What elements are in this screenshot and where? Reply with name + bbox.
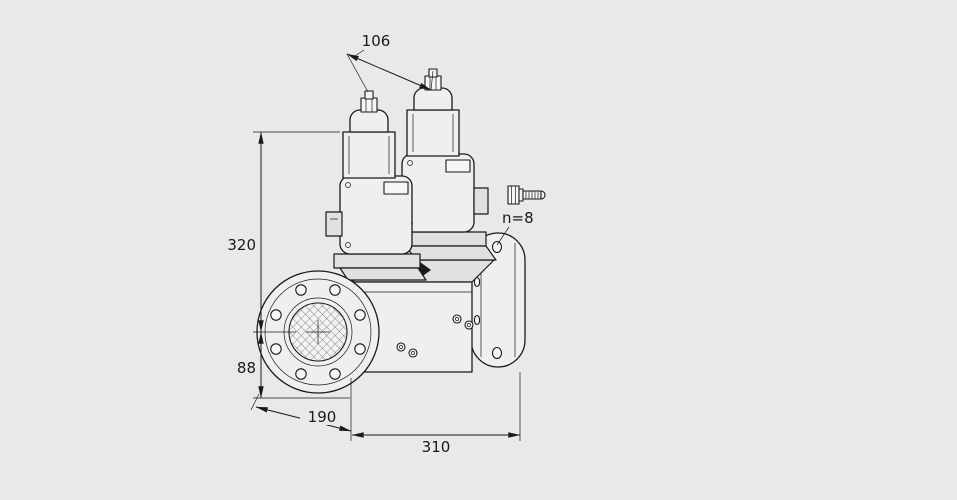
dim-190: 190: [250, 378, 352, 441]
dim-320: 320: [227, 131, 340, 333]
solenoid-right-base-plate: [401, 231, 487, 247]
solenoid-left: [325, 90, 427, 281]
solenoid-left-nut: [360, 97, 378, 113]
solenoid-left-coil: [342, 131, 396, 179]
front-flange: [256, 270, 380, 394]
flange-bolt-hole: [491, 346, 503, 360]
dim-106-label: 106: [362, 32, 391, 50]
solenoid-right-nut: [424, 75, 442, 91]
solenoid-left-base-plate: [333, 253, 421, 269]
housing-screw: [345, 242, 351, 248]
dim-310-label: 310: [422, 438, 451, 456]
solenoid-right-coil: [406, 109, 460, 157]
bolt-count-leader-line: [496, 226, 510, 246]
solenoid-left-cap: [349, 109, 389, 133]
housing-screw: [407, 160, 413, 166]
dim-88: 88: [237, 331, 350, 399]
flange-bolt-holes: [270, 284, 366, 380]
solenoid-right-cap: [413, 87, 453, 111]
flange-bolt-hole: [473, 314, 481, 326]
solenoid-left-connector: [325, 211, 343, 237]
test-port-fittings: [396, 314, 474, 358]
screw-icon: [507, 185, 546, 205]
solenoid-right-connector: [473, 187, 489, 215]
dim-320-label: 320: [227, 236, 256, 254]
housing-screw: [345, 182, 351, 188]
solenoid-right-label-sticker: [445, 159, 471, 173]
dim-88-label: 88: [237, 359, 256, 377]
flange-bolt-hole: [491, 240, 503, 254]
dim-190-label: 190: [308, 408, 337, 426]
dim-106: 106: [346, 32, 434, 93]
bolt-count-label: n=8: [502, 209, 534, 227]
bolt-count-note: n=8: [496, 185, 546, 246]
solenoid-left-label-sticker: [383, 181, 409, 195]
solenoid-right: [401, 68, 497, 261]
dim-310: 310: [351, 372, 521, 456]
flange-center-mark: [306, 320, 330, 344]
